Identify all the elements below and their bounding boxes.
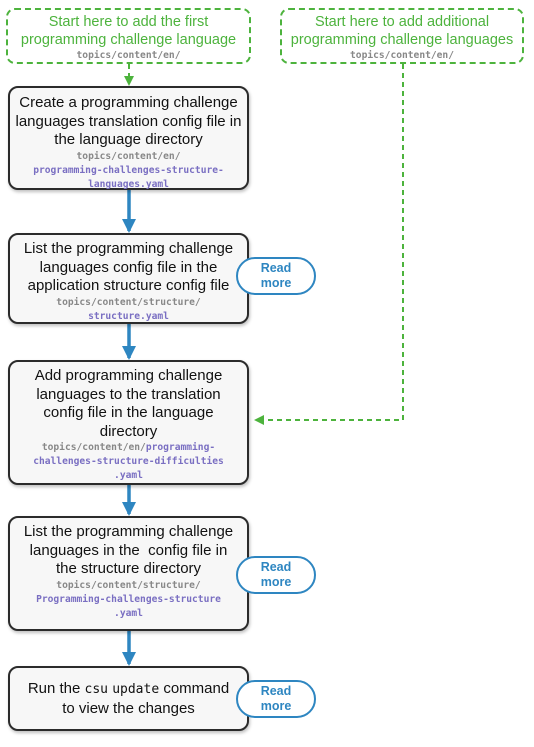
step1-line2: languages translation config file in [15,112,242,130]
step-run-csu-update: Run the csu update command to view the c… [8,666,249,731]
step2-line3: application structure config file [27,277,230,294]
step-add-languages-to-translation: Add programming challenge languages to t… [8,360,249,485]
step5-code-csu: csu [84,682,109,697]
step2-path: topics/content/structure/ [56,296,201,308]
step3-path-file-inline: programming- [145,442,216,453]
arrow-start-additional-to-step3 [254,64,404,425]
step-create-translation-config: Create a programming challenge languages… [8,86,249,190]
step2-line1: List the programming challenge [23,240,234,257]
start-additional-box: Start here to add additional programming… [280,8,524,64]
step4-line3: the structure directory [55,560,202,577]
step5-prefix: Run the [27,680,81,697]
step3-path: topics/content/en/ [41,442,146,453]
start-additional-title-line2: programming challenge languages [290,32,514,48]
step3-line2: languages to the translation [36,385,221,403]
step1-line3: the language directory [54,131,203,148]
start-first-box: Start here to add the first programming … [6,8,251,64]
step5-line2: to view the changes [62,699,195,717]
step1-path-file-part2: languages.yaml [88,178,169,190]
step-list-languages-in-structure: List the programming challenge languages… [8,516,249,631]
start-additional-title-line1: Start here to add additional [314,14,490,30]
step3-line1: Add programming challenge [34,367,223,384]
step2-path-file: structure.yaml [88,310,169,322]
step5-suffix: command [163,680,230,697]
step1-path-file-part1: programming-challenges-structure- [33,164,224,176]
read-more-label-1: Read [260,261,292,275]
start-first-title-line2: programming challenge language [20,32,237,48]
step2-line2: languages config file in the [39,258,218,276]
start-first-title-line1: Start here to add the first [48,14,209,30]
step3-path-file-part1: challenges-structure-difficulties [33,456,224,467]
step3-path-file-part2: .yaml [114,470,143,481]
step4-path-file-part1: Programming-challenges-structure [36,593,221,605]
step5-code-update: update [112,682,160,697]
step4-line1: List the programming challenge [23,523,234,540]
read-more-label-2: more [260,575,292,589]
start-additional-path: topics/content/en/ [350,50,454,61]
step1-path: topics/content/en/ [76,150,181,162]
step4-path: topics/content/structure/ [56,579,201,591]
read-more-label-2: more [260,276,292,290]
step4-line2: languages in the config file in [29,541,228,559]
step3-line3: config file in the language [43,404,214,421]
read-more-label-1: Read [260,560,292,574]
step3-line4: directory [99,422,158,440]
start-first-path: topics/content/en/ [76,50,181,61]
read-more-label-2: more [260,699,292,713]
step1-line1: Create a programming challenge [19,94,238,111]
step4-path-file-part2: .yaml [114,607,143,619]
step-list-config-in-structure: List the programming challenge languages… [8,233,249,324]
read-more-label-1: Read [260,684,292,698]
